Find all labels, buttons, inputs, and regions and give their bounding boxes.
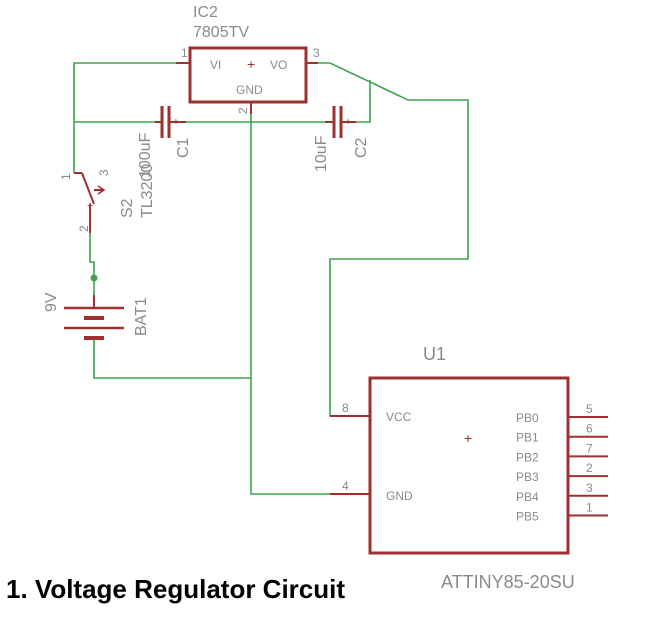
s2-pin1-number: 1 (59, 173, 73, 180)
s2-pin2-number: 2 (77, 225, 91, 232)
u1-pin-number: 3 (586, 481, 593, 495)
u1-body (368, 376, 570, 555)
u1-pin-number: 6 (586, 422, 593, 436)
c1-plus-mark: + (173, 117, 179, 128)
ic2-value: 7805TV (193, 24, 249, 41)
ic2-body (188, 46, 308, 104)
c2-plus-mark: + (345, 117, 351, 128)
bat1-value: 9V (43, 292, 60, 312)
ic2-label-vo: VO (270, 58, 287, 72)
u1-pin-number: 7 (586, 441, 593, 455)
wire-vin (73, 62, 190, 173)
ic2-crosshair: + (247, 56, 255, 72)
wire-switch-bat (89, 233, 95, 295)
u1-label-vcc: VCC (386, 410, 412, 424)
s2-name: S2 (119, 198, 136, 218)
c1-capacitor: + C1 100uF (137, 106, 192, 178)
s2-pin3-number: 3 (97, 169, 111, 176)
ic2-regulator: + IC2 7805TV VI VO GND 1 3 2 (176, 4, 320, 114)
u1-name: U1 (423, 344, 446, 364)
s2-actuator-arrow (97, 185, 106, 195)
s2-value: TL3200 (139, 164, 156, 218)
ic2-label-gnd: GND (236, 83, 263, 97)
bat1-name: BAT1 (133, 297, 150, 336)
wire-bat-return (93, 340, 251, 379)
junction-dot (90, 274, 98, 282)
u1-pin-label: PB4 (516, 490, 539, 504)
u1-pin-number: 2 (586, 461, 593, 475)
c2-name: C2 (353, 137, 370, 158)
u1-value: ATTINY85-20SU (441, 572, 575, 592)
bat1-battery: 9V BAT1 (43, 292, 150, 340)
ic2-pin1-number: 1 (181, 46, 188, 60)
s2-lever (81, 172, 95, 205)
u1-crosshair: + (464, 430, 472, 446)
u1-pin-number-vcc: 8 (342, 401, 349, 415)
c2-capacitor: + C2 10uF (313, 106, 370, 172)
ic2-label-vi: VI (210, 58, 221, 72)
u1-pin-label: PB3 (516, 470, 539, 484)
wire-c2-right (356, 80, 371, 123)
u1-pin-number: 5 (586, 402, 593, 416)
c1-value: 100uF (137, 132, 154, 178)
wires (73, 62, 469, 495)
wire-vout (318, 62, 469, 417)
u1-pin-label: PB5 (516, 510, 539, 524)
u1-pin-label: PB0 (516, 411, 539, 425)
u1-label-gnd: GND (386, 489, 413, 503)
u1-pin-number: 1 (586, 501, 593, 515)
c1-name: C1 (175, 137, 192, 158)
ic2-pin2-number: 2 (236, 107, 250, 114)
ic2-name: IC2 (193, 4, 218, 21)
figure-caption: 1. Voltage Regulator Circuit (6, 574, 346, 604)
u1-pin-number-gnd: 4 (342, 479, 349, 493)
s2-crosshair: + (87, 200, 93, 212)
wire-gnd (250, 102, 370, 495)
u1-microcontroller: + U1 ATTINY85-20SU VCC GND 8 4 PB05PB16P… (330, 344, 608, 592)
ic2-pin3-number: 3 (313, 46, 320, 60)
u1-pin-label: PB2 (516, 450, 539, 464)
u1-pin-label: PB1 (516, 431, 539, 445)
c2-value: 10uF (313, 135, 330, 172)
s2-switch: + 1 2 3 S2 TL3200 (59, 164, 156, 233)
